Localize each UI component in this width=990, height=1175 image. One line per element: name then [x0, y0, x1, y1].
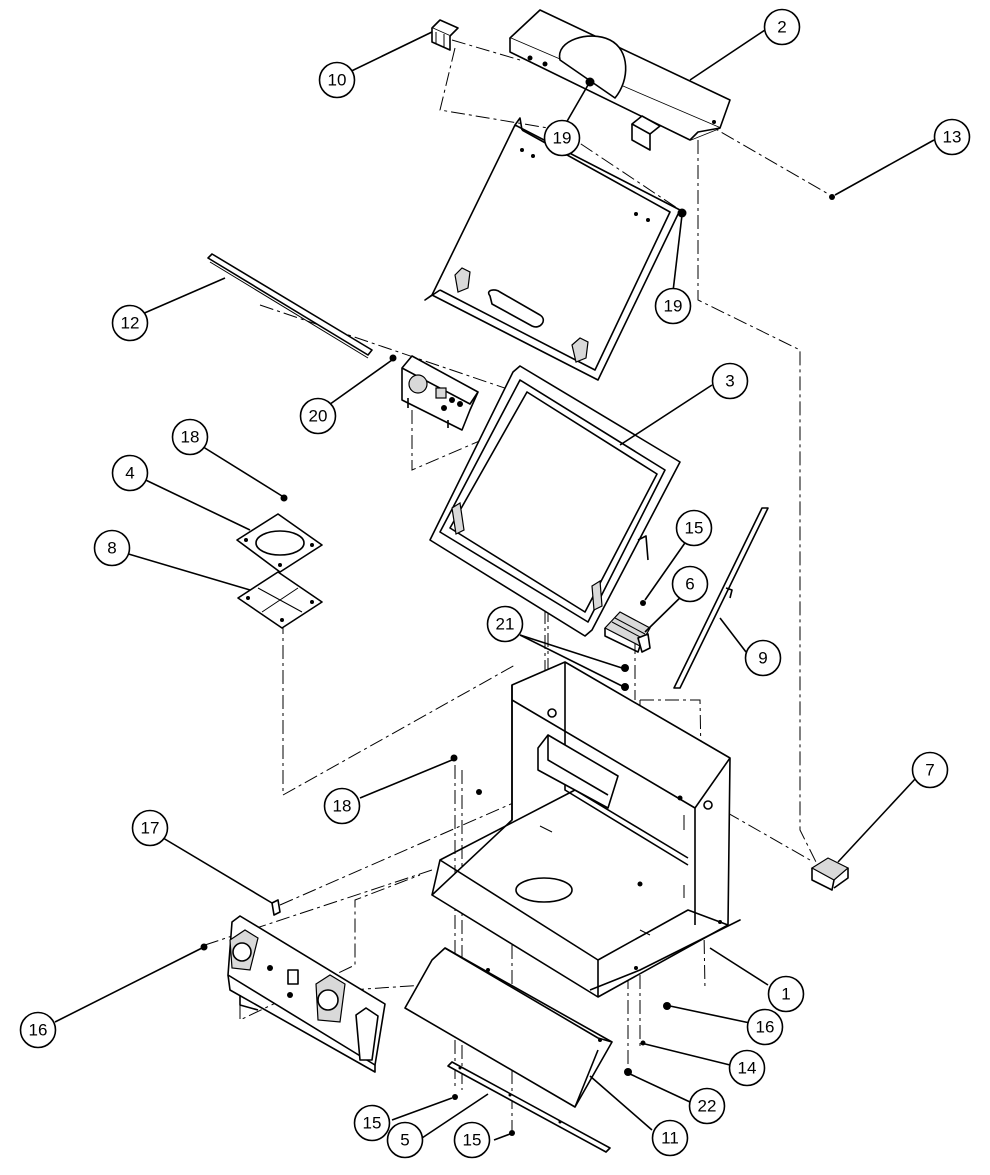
- callout-bubble-18-top: 18: [171, 418, 209, 456]
- callout-label: 13: [943, 128, 962, 147]
- fastener-18-top: [280, 494, 288, 502]
- top-cover: [509, 9, 731, 151]
- callout-label: 18: [333, 797, 352, 816]
- callout-bubble-16-left: 16: [19, 1011, 57, 1049]
- callout-label: 2: [777, 18, 786, 37]
- callout-label: 15: [463, 1131, 482, 1150]
- callout-bubble-5: 5: [386, 1121, 424, 1159]
- callout-bubble-1: 1: [767, 975, 805, 1013]
- fastener-13: [829, 194, 835, 200]
- callout-bubble-22: 22: [688, 1087, 726, 1125]
- fastener-16-right: [663, 1002, 671, 1010]
- callout-label: 4: [125, 464, 134, 483]
- callout-label: 20: [309, 407, 328, 426]
- fastener-15-right: [509, 1130, 515, 1136]
- fastener-15-top: [640, 600, 646, 606]
- callout-bubble-20: 20: [299, 397, 337, 435]
- callout-label: 12: [121, 314, 140, 333]
- callout-label: 8: [107, 539, 116, 558]
- callout-label: 10: [328, 71, 347, 90]
- gasket-plate: [236, 513, 323, 573]
- callout-label: 5: [400, 1131, 409, 1150]
- callout-label: 3: [725, 372, 734, 391]
- callout-label: 15: [685, 519, 704, 538]
- callout-bubble-19-right: 19: [654, 287, 692, 325]
- display-frame: [429, 365, 681, 637]
- callout-label: 21: [496, 615, 515, 634]
- callout-bubble-10: 10: [318, 61, 356, 99]
- callout-bubble-18-middle: 18: [323, 787, 361, 825]
- callout-bubble-12: 12: [111, 304, 149, 342]
- callout-bubble-11: 11: [651, 1119, 689, 1157]
- callout-label: 15: [363, 1114, 382, 1133]
- fastener-21-a: [621, 664, 629, 672]
- callout-label: 19: [664, 297, 683, 316]
- callout-label: 7: [925, 761, 934, 780]
- callout-bubble-14: 14: [728, 1049, 766, 1087]
- fastener-15-left: [452, 1094, 458, 1100]
- callout-bubble-8: 8: [93, 529, 131, 567]
- callout-bubble-4: 4: [111, 454, 149, 492]
- switch-box: [810, 857, 850, 891]
- callout-bubble-19-top: 19: [543, 119, 581, 157]
- hinge: [431, 19, 459, 51]
- relay-block: [604, 611, 651, 653]
- callout-bubble-2: 2: [763, 8, 801, 46]
- callout-label: 11: [661, 1129, 679, 1148]
- cover-plate: [237, 571, 323, 629]
- callout-bubble-15-right: 15: [675, 509, 713, 547]
- outlet-panel: [227, 915, 386, 1073]
- trim-strip: [207, 253, 373, 359]
- callout-bubble-15-bottom-left: 15: [353, 1104, 391, 1142]
- callout-label: 17: [141, 819, 160, 838]
- callout-label: 14: [738, 1059, 757, 1078]
- callout-label: 6: [685, 575, 694, 594]
- callout-bubble-7: 7: [911, 751, 949, 789]
- callout-label: 18: [181, 428, 200, 447]
- clip: [271, 899, 281, 916]
- callout-bubble-15-bottom: 15: [453, 1121, 491, 1159]
- fastener-18-hole: [476, 789, 482, 795]
- callout-label: 22: [698, 1097, 717, 1116]
- callout-bubble-16-right: 16: [746, 1008, 784, 1046]
- fastener-14: [640, 1040, 646, 1046]
- fastener-16-left: [200, 943, 208, 951]
- fastener-18-bottom: [450, 754, 458, 762]
- callout-bubble-6: 6: [671, 565, 709, 603]
- callout-bubble-9: 9: [744, 639, 782, 677]
- callout-bubble-3: 3: [711, 362, 749, 400]
- bottom-strip: [447, 1061, 611, 1153]
- bottom-cover: [404, 947, 613, 1108]
- callout-label: 9: [758, 649, 767, 668]
- side-rail: [673, 507, 769, 689]
- control-module: [401, 355, 479, 431]
- fastener-21-b: [621, 683, 629, 691]
- callout-bubble-17: 17: [131, 809, 169, 847]
- callout-label: 16: [29, 1021, 48, 1040]
- main-enclosure: [431, 661, 741, 998]
- callout-label: 19: [553, 129, 572, 148]
- callout-label: 16: [756, 1018, 775, 1037]
- screen-panel: [424, 117, 687, 381]
- callout-bubble-13: 13: [933, 118, 971, 156]
- callout-label: 1: [781, 985, 790, 1004]
- callout-bubble-21: 21: [486, 605, 524, 643]
